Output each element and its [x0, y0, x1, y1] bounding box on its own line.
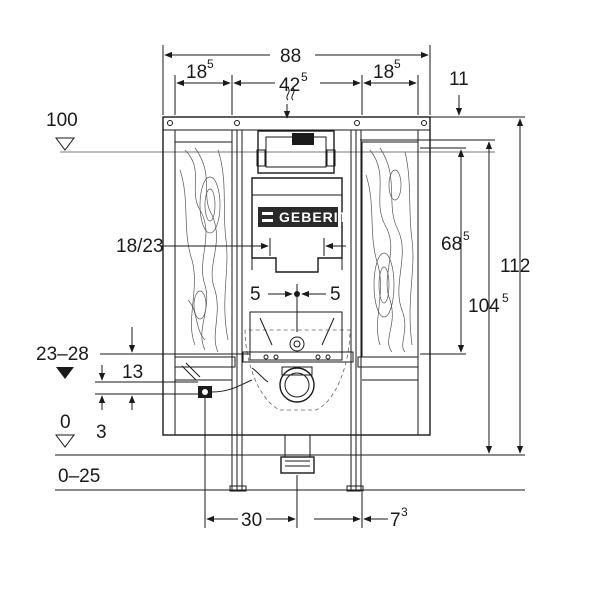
level-marker-23-28: [56, 367, 74, 379]
dim-top-offset: 11: [449, 69, 469, 90]
water-symbol-icon: [283, 87, 295, 119]
dim-left-side: 18: [186, 62, 207, 83]
level-23-28-label: 23–28: [36, 344, 89, 365]
dim-5-offsets: [268, 284, 326, 332]
dim-height-68-sup: 5: [463, 229, 470, 243]
level-marker-100: [55, 137, 75, 151]
dim-13: 13: [122, 362, 143, 383]
dim-bottom-30: 30: [241, 510, 262, 531]
dim-3: 3: [96, 422, 107, 443]
dim-right-side-sup: 5: [394, 57, 401, 71]
level-0-25-label: 0–25: [58, 466, 100, 487]
cistern-module: GEBERIT: [229, 129, 364, 492]
dim-height-104: 104: [468, 296, 500, 317]
dim-bottom-7: 7: [390, 510, 401, 531]
left-wood-panel: [174, 141, 233, 358]
water-connection: [181, 362, 269, 398]
left-dimensions: [95, 327, 250, 410]
bottom-dimensions: [204, 398, 388, 528]
floor-lines: [55, 151, 525, 491]
right-dimensions: [360, 116, 525, 454]
level-100-label: 100: [46, 110, 78, 131]
dim-offset-left-5: 5: [250, 284, 261, 305]
dim-18-23: [160, 238, 346, 256]
brand-label: GEBERIT: [279, 209, 348, 225]
dim-height-112: 112: [500, 256, 530, 277]
level-marker-0: [55, 434, 75, 448]
level-0-label: 0: [60, 412, 71, 433]
dim-bottom-7-sup: 3: [401, 505, 408, 519]
frame-crossbars: [174, 356, 419, 435]
dim-height-68: 68: [441, 234, 462, 255]
dim-center: 42: [279, 75, 300, 96]
dim-right-side: 18: [373, 62, 394, 83]
right-wood-panel: [361, 141, 419, 358]
top-dimensions: [162, 45, 431, 115]
dim-center-sup: 5: [301, 70, 308, 84]
dim-offset-right-5: 5: [330, 284, 341, 305]
dim-height-104-sup: 5: [502, 291, 509, 305]
dim-11-arrow: [430, 95, 470, 118]
dim-left-side-sup: 5: [207, 57, 214, 71]
dim-connection-18-23: 18/23: [116, 236, 164, 257]
dim-overall-width: 88: [280, 46, 301, 67]
